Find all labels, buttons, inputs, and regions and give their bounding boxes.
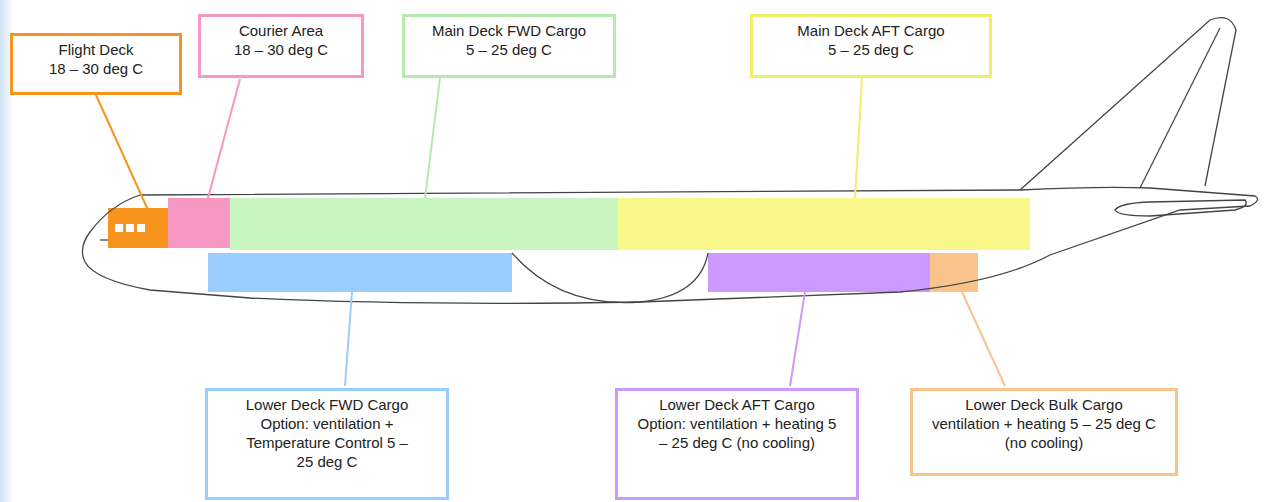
zone-name: Lower Deck FWD Cargo: [216, 395, 438, 414]
courier-zone: [168, 198, 230, 248]
flight-deck-zone: [108, 208, 168, 248]
leader-line: [962, 292, 1005, 386]
zone-spec: 5 – 25 deg C: [413, 40, 605, 59]
callout-box: Lower Deck AFT CargoOption: ventilation …: [615, 388, 859, 500]
leader-line: [345, 292, 352, 386]
zone-name: Lower Deck AFT Cargo: [626, 395, 848, 414]
zone-spec: ventilation + heating 5 – 25 deg C (no c…: [921, 414, 1167, 452]
zone-spec: 18 – 30 deg C: [21, 59, 171, 78]
callout-box: Main Deck AFT Cargo5 – 25 deg C: [750, 14, 992, 78]
zone-spec: Option: ventilation + Temperature Contro…: [245, 414, 410, 471]
cockpit-window: [126, 224, 134, 232]
leader-lines: [96, 78, 1005, 386]
lower-fwd-zone: [208, 253, 512, 292]
lower-aft-zone: [708, 253, 930, 292]
zone-name: Main Deck AFT Cargo: [761, 21, 981, 40]
callout-box: Lower Deck FWD CargoOption: ventilation …: [205, 388, 449, 500]
callout-box: Courier Area18 – 30 deg C: [198, 14, 364, 78]
zone-name: Main Deck FWD Cargo: [413, 21, 605, 40]
callout-box: Lower Deck Bulk Cargoventilation + heati…: [910, 388, 1178, 476]
cockpit-window: [137, 224, 145, 232]
main-fwd-zone: [230, 198, 618, 250]
callout-box: Main Deck FWD Cargo5 – 25 deg C: [402, 14, 616, 78]
leader-line: [790, 292, 805, 386]
zone-spec: 18 – 30 deg C: [209, 40, 353, 59]
callout-box: Flight Deck18 – 30 deg C: [10, 33, 182, 95]
leader-line: [208, 79, 240, 198]
zone-spec: Option: ventilation + heating 5 – 25 deg…: [637, 414, 837, 452]
bulk-zone: [930, 253, 978, 292]
cockpit-window: [115, 224, 123, 232]
zone-name: Courier Area: [209, 21, 353, 40]
main-aft-zone: [618, 198, 1030, 250]
leader-line: [96, 95, 148, 210]
leader-line: [425, 78, 440, 198]
zone-spec: 5 – 25 deg C: [761, 40, 981, 59]
zone-name: Flight Deck: [21, 40, 171, 59]
leader-line: [855, 78, 862, 198]
zone-name: Lower Deck Bulk Cargo: [921, 395, 1167, 414]
